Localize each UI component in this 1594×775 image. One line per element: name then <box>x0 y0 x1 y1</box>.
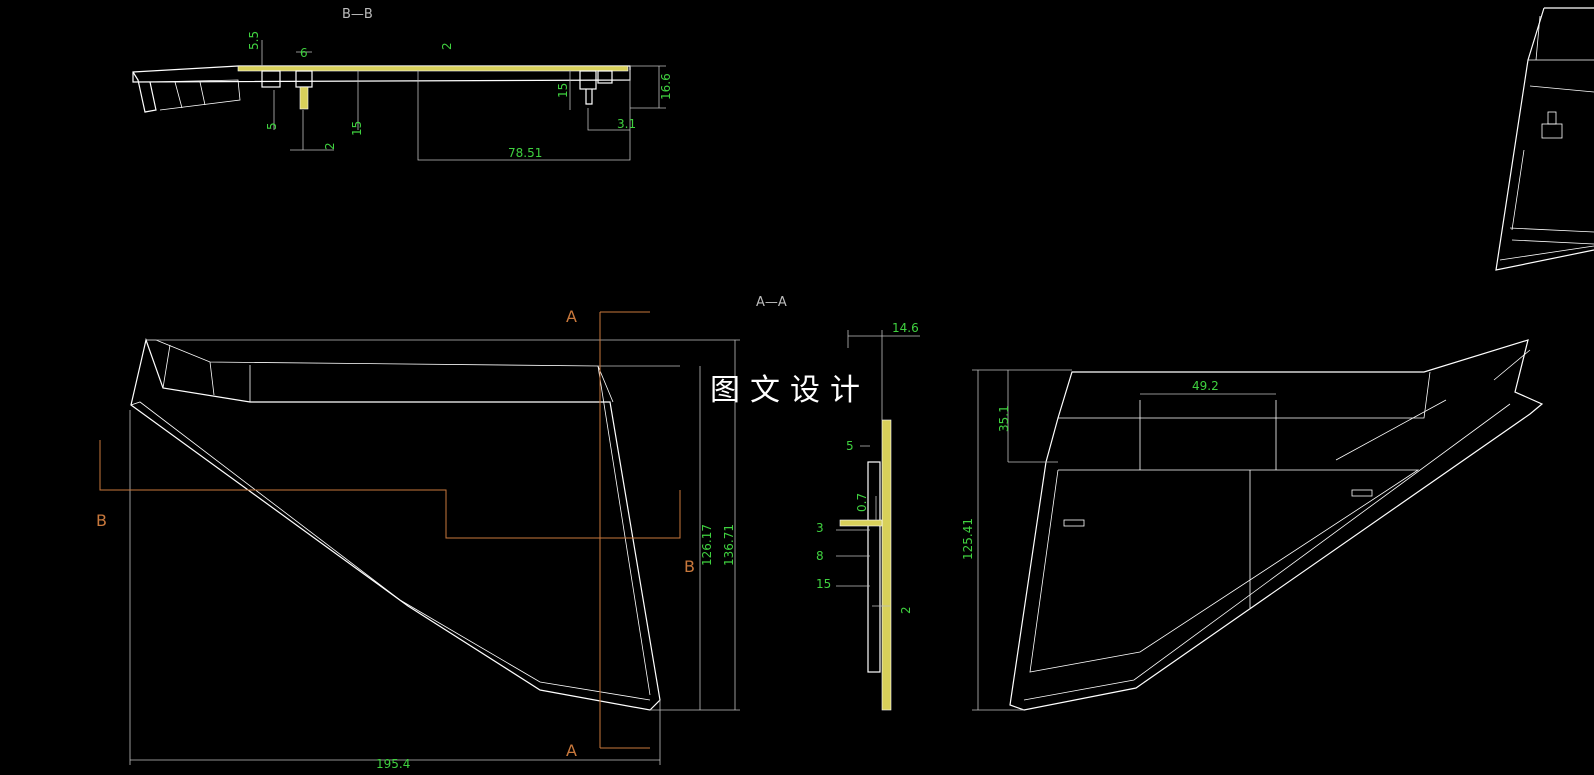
dim-bb-3: 2 <box>440 42 454 50</box>
main-view <box>99 311 740 765</box>
dim-aa-1: 5 <box>846 439 854 453</box>
dim-bb-7: 15 <box>350 121 364 136</box>
cut-a-top: A <box>566 307 577 326</box>
dim-aa-6: 2 <box>899 606 913 614</box>
dim-aa-2: 0.7 <box>855 493 869 512</box>
dim-aa-4: 8 <box>816 549 824 563</box>
dim-bb-6: 5 <box>265 122 279 130</box>
section-aa-view <box>836 330 920 711</box>
dim-main-h1: 126.17 <box>700 524 714 566</box>
watermark-text: 图文设计 <box>710 373 870 408</box>
dim-right-w-top: 49.2 <box>1192 379 1219 393</box>
dim-aa-3: 3 <box>816 521 824 535</box>
dim-main-h2: 136.71 <box>722 524 736 566</box>
dim-aa-5: 15 <box>816 577 831 591</box>
section-bb-label: B—B <box>342 7 373 22</box>
dim-bb-10: 78.51 <box>508 146 542 160</box>
dim-bb-2: 6 <box>300 46 308 60</box>
iso-view-partial <box>1495 7 1594 271</box>
dim-right-height: 125.41 <box>961 518 975 560</box>
dim-right-h-top: 35.1 <box>997 405 1011 432</box>
dim-bb-9: 3.1 <box>617 117 636 131</box>
section-bb-view: B—B <box>132 7 666 161</box>
dim-aa-top: 14.6 <box>892 321 919 335</box>
dim-bb-1: 5.5 <box>247 31 261 50</box>
dim-bb-5: 15 <box>556 83 570 98</box>
section-aa-label: A—A <box>756 295 787 310</box>
cut-b-right: B <box>684 557 695 576</box>
cut-a-bottom: A <box>566 741 577 760</box>
dim-bb-8: 2 <box>323 142 337 150</box>
right-view <box>972 339 1544 711</box>
cut-b-left: B <box>96 511 107 530</box>
dim-main-width: 195.4 <box>376 757 410 771</box>
dim-bb-4: 16.6 <box>659 73 673 100</box>
